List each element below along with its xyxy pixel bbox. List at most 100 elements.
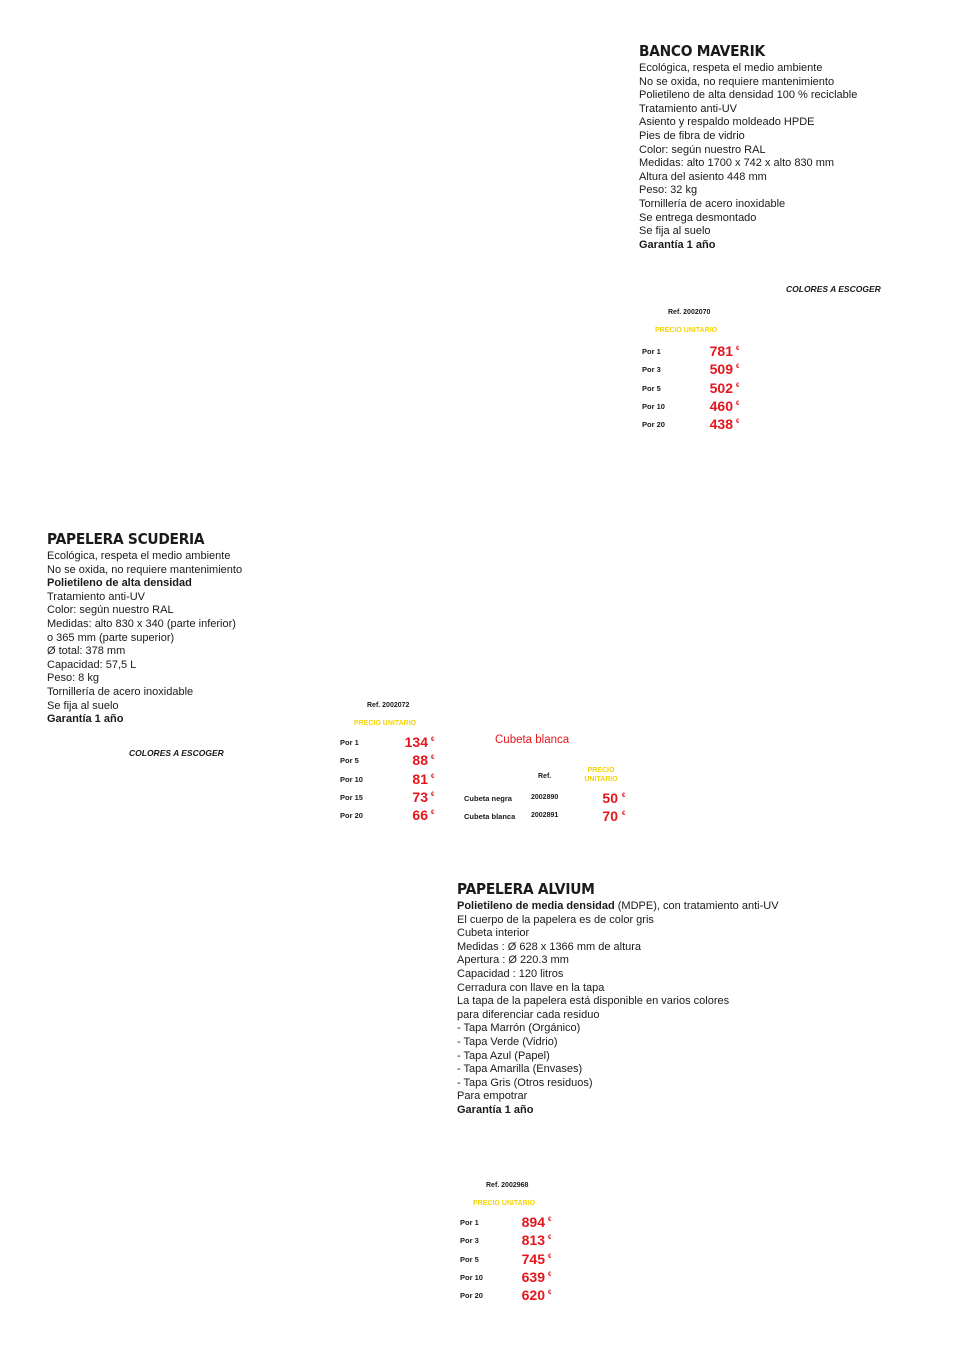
price-quantity-label: Por 1 (642, 347, 661, 356)
description-line: Cubeta interior (457, 927, 530, 940)
description-line: Capacidad: 57,5 L (47, 658, 137, 671)
description-line: Asiento y respaldo moldeado HPDE (639, 116, 815, 129)
price-quantity-label: Por 10 (642, 401, 665, 411)
cubeta-price-header-line-2: UNITARIO (584, 776, 618, 783)
banco-maverik-section: BANCO MAVERIK Ecológica, respeta el medi… (639, 43, 857, 252)
currency-symbol: € (431, 773, 435, 780)
scuderia-title: PAPELERA SCUDERIA (47, 530, 205, 548)
alvium-title: PAPELERA ALVIUM (457, 880, 595, 898)
description-line: Polietileno de alta densidad (47, 577, 192, 590)
price-value: 894 (521, 1214, 545, 1230)
description-line: Tornillería de acero inoxidable (47, 685, 194, 698)
alvium-section: PAPELERA ALVIUM Polietileno de media den… (457, 881, 779, 1118)
alvium-material-bold: Polietileno de media densidad (457, 900, 615, 912)
currency-symbol: € (431, 755, 435, 762)
alvium-description: Polietileno de media densidad (MDPE), co… (457, 900, 779, 1118)
cubeta-ref: 2002890 (531, 794, 559, 801)
price-value: 620 (521, 1287, 545, 1304)
price-value: 509 (709, 361, 733, 378)
cubeta-name: Cubeta blanca (464, 812, 516, 821)
description-line: - Tapa Gris (Otros residuos) (457, 1076, 593, 1089)
price-quantity-label: Por 1 (340, 738, 359, 747)
price-quantity-label: Por 15 (340, 792, 363, 802)
cubeta-price: 50 (602, 790, 618, 806)
description-line: Peso: 32 kg (639, 184, 698, 197)
price-quantity-label: Por 3 (642, 365, 661, 375)
description-line: Medidas: alto 830 x 340 (parte inferior) (47, 617, 236, 630)
description-line: Garantía 1 año (457, 1103, 534, 1116)
scuderia-ref: Ref. 2002072 (367, 702, 410, 709)
description-line: Polietileno de alta densidad 100 % recic… (639, 89, 858, 102)
price-quantity-label: Por 5 (642, 383, 661, 393)
description-line: Cerradura con llave en la tapa (457, 981, 605, 994)
price-row: Por 1 781€ (642, 343, 772, 359)
description-line: Color: según nuestro RAL (47, 604, 174, 617)
description-line: No se oxida, no requiere mantenimiento (47, 563, 243, 576)
description-line: Altura del asiento 448 mm (639, 170, 767, 183)
description-line: Capacidad : 120 litros (457, 967, 564, 980)
price-value: 745 (521, 1250, 545, 1267)
alvium-unit-price-label: PRECIO UNITARIO (473, 1200, 536, 1207)
price-value: 639 (521, 1268, 545, 1285)
cubeta-price-header: PRECIO UNITARIO (581, 766, 621, 784)
description-line: Se entrega desmontado (639, 211, 757, 224)
currency-symbol: € (736, 400, 740, 407)
banco-colors-note: COLORES A ESCOGER (786, 284, 881, 294)
cubeta-ref-header: Ref. (538, 773, 552, 780)
price-quantity-label: Por 20 (642, 420, 665, 430)
alvium-description-lines: El cuerpo de la papelera es de color gri… (457, 914, 779, 1118)
price-quantity-label: Por 3 (460, 1236, 479, 1246)
alvium-first-line: Polietileno de media densidad (MDPE), co… (457, 900, 779, 914)
price-value: 502 (709, 379, 733, 396)
banco-ref: Ref. 2002070 (668, 309, 711, 316)
price-quantity-label: Por 10 (460, 1272, 483, 1282)
alvium-ref: Ref. 2002968 (486, 1182, 529, 1189)
description-line: Ecológica, respeta el medio ambiente (47, 550, 231, 562)
cubeta-ref: 2002891 (531, 812, 559, 819)
description-line: Color: según nuestro RAL (639, 143, 766, 156)
description-line: para diferenciar cada residuo (457, 1008, 600, 1021)
banco-title: BANCO MAVERIK (639, 42, 765, 60)
currency-symbol: € (736, 382, 740, 389)
price-value: 781 (709, 343, 733, 359)
cubeta-price-header-line-1: PRECIO (587, 767, 615, 774)
price-quantity-label: Por 20 (460, 1291, 483, 1301)
description-line: Garantía 1 año (639, 238, 716, 251)
description-line: Tratamiento anti-UV (639, 102, 738, 115)
currency-symbol: € (548, 1235, 552, 1242)
price-value: 134 (404, 734, 428, 750)
currency-symbol: € (736, 364, 740, 371)
description-line: Peso: 8 kg (47, 672, 99, 685)
price-row: Por 3 509€ (642, 361, 772, 377)
description-line: - Tapa Azul (Papel) (457, 1049, 550, 1062)
price-value: 66 (412, 807, 428, 824)
currency-symbol: € (736, 346, 740, 352)
description-line: Ecológica, respeta el medio ambiente (639, 62, 823, 74)
price-quantity-label: Por 5 (460, 1254, 479, 1264)
alvium-material-rest: (MDPE), con tratamiento anti-UV (614, 900, 779, 912)
description-line: Apertura : Ø 220.3 mm (457, 954, 569, 967)
description-line: - Tapa Amarilla (Envases) (457, 1063, 583, 1076)
price-row: Por 15 73€ (340, 789, 470, 805)
scuderia-colors-note: COLORES A ESCOGER (129, 748, 224, 758)
price-row: Por 5 745€ (460, 1251, 590, 1267)
currency-symbol: € (431, 791, 435, 798)
currency-symbol: € (548, 1253, 552, 1260)
description-line: - Tapa Verde (Vidrio) (457, 1035, 558, 1048)
description-line: Garantía 1 año (47, 713, 124, 726)
description-line: Pies de fibra de vidrio (639, 129, 745, 142)
description-line: o 365 mm (parte superior) (47, 631, 175, 644)
price-value: 73 (412, 788, 428, 805)
currency-symbol: € (622, 793, 626, 799)
